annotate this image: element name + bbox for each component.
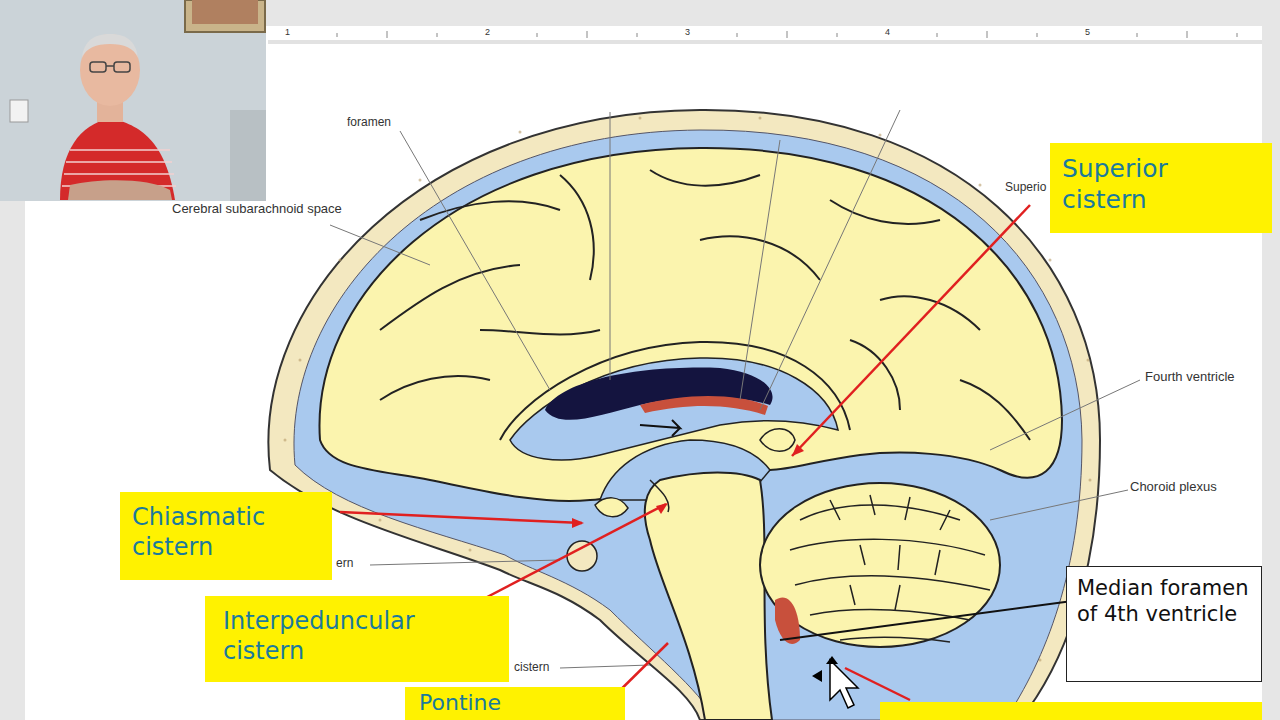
label-text: Chiasmatic cistern [132,502,320,562]
part-name: Choroid plexus [1128,479,1219,495]
part-name: Superio [1003,180,1048,194]
ruler-number: 2 [483,27,492,38]
cistern-label-box: Superior cistern [1050,143,1272,233]
label-text: Superior cistern [1062,153,1260,216]
label-text: Pontine [419,689,611,717]
part-name: cistern [512,660,551,674]
ruler-number: 5 [1083,27,1092,38]
label-text: Interpeduncular cistern [223,606,491,666]
part-name: foramen [345,115,393,129]
cistern-label-box: Pontine [405,687,625,720]
part-name: Cerebral subarachnoid space [170,201,344,217]
ruler-number: 3 [683,27,692,38]
webcam-photo [0,0,266,201]
part-name: Fourth ventricle [1143,369,1237,385]
ruler-number: 4 [883,27,892,38]
cistern-label-box: Chiasmatic cistern [120,492,332,580]
part-name: ern [334,556,355,570]
ruler-number: 1 [283,27,292,38]
cistern-label-box: Interpeduncular cistern [205,596,509,682]
label-text: Median foramen of 4th ventricle [1077,575,1251,628]
foramen-label-box: Median foramen of 4th ventricle [1066,566,1262,682]
